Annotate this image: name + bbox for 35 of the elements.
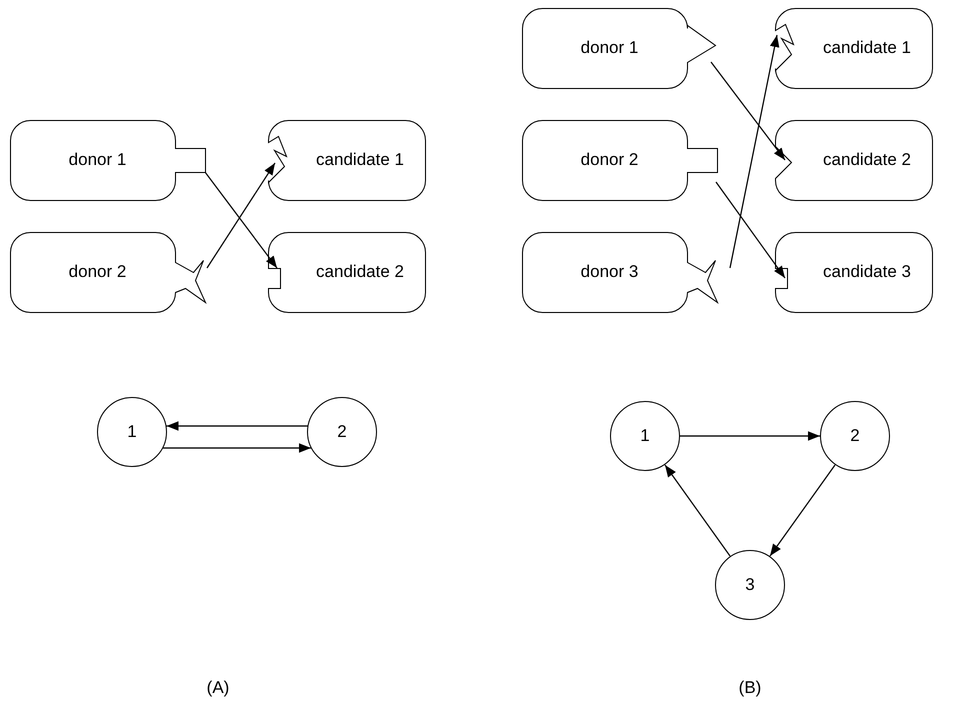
arrow bbox=[729, 34, 780, 268]
node-label: candidate 2 bbox=[316, 262, 404, 282]
candidate-shape bbox=[775, 8, 933, 89]
node-label: donor 2 bbox=[580, 150, 638, 170]
candidate-shape bbox=[775, 232, 933, 313]
candidate-shape bbox=[268, 120, 426, 201]
node-label: 1 bbox=[127, 422, 137, 442]
donor-shape bbox=[522, 120, 718, 201]
arrow bbox=[166, 421, 308, 431]
arrow bbox=[710, 62, 786, 160]
node-label: donor 2 bbox=[68, 262, 126, 282]
donor-shape bbox=[10, 120, 206, 201]
node-label: 2 bbox=[850, 426, 860, 446]
panel-label: (B) bbox=[738, 678, 762, 698]
arrow bbox=[664, 464, 730, 556]
arrow bbox=[163, 443, 311, 453]
node-label: candidate 1 bbox=[823, 38, 911, 58]
node-label: donor 3 bbox=[580, 262, 638, 282]
node-label: candidate 3 bbox=[823, 262, 911, 282]
node-label: donor 1 bbox=[580, 38, 638, 58]
arrow bbox=[770, 464, 836, 556]
node-label: 2 bbox=[337, 422, 347, 442]
node-label: donor 1 bbox=[68, 150, 126, 170]
arrow bbox=[680, 431, 820, 441]
node-label: candidate 2 bbox=[823, 150, 911, 170]
donor-shape bbox=[10, 232, 206, 313]
candidate-shape bbox=[268, 232, 426, 313]
node-label: 1 bbox=[640, 426, 650, 446]
arrow bbox=[716, 182, 786, 278]
node-label: 3 bbox=[745, 575, 755, 595]
candidate-shape bbox=[775, 120, 933, 201]
donor-shape bbox=[522, 232, 718, 313]
panel-label: (A) bbox=[206, 678, 230, 698]
node-label: candidate 1 bbox=[316, 150, 404, 170]
donor-shape bbox=[522, 8, 718, 89]
